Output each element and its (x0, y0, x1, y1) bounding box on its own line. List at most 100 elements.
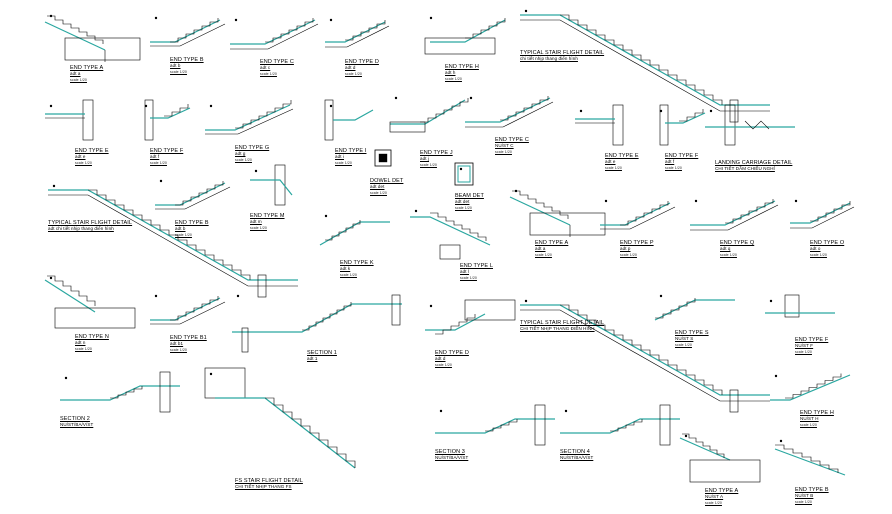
rebar-mark (209, 372, 213, 376)
rebar-mark (514, 189, 518, 193)
rebar-mark (684, 434, 688, 438)
detail-subtitle: NU/ST A (705, 494, 724, 499)
detail-scale: scale 1/20 (75, 161, 92, 165)
detail-subtitle: NU/ST F (795, 343, 814, 348)
detail-end-type-b-1 (150, 16, 226, 47)
detail-end-type-a-2 (509, 189, 606, 237)
rebar-mark (794, 199, 798, 203)
detail-title: END TYPE E (75, 148, 109, 154)
detail-title: END TYPE I (335, 148, 367, 154)
detail-end-type-b-2 (155, 179, 231, 210)
detail-subtitle: adt det (370, 184, 385, 189)
detail-dowel-det (374, 149, 392, 167)
detail-scale: scale 1/20 (345, 72, 362, 76)
detail-scale: scale 1/20 (335, 161, 352, 165)
detail-subtitle: adt a (70, 71, 81, 76)
detail-scale: scale 1/20 (420, 163, 437, 167)
rebar-mark (329, 104, 333, 108)
rebar-mark (694, 199, 698, 203)
detail-title: END TYPE A (70, 65, 104, 71)
detail-end-type-c-1 (230, 18, 319, 50)
detail-title: END TYPE D (345, 59, 379, 65)
detail-subtitle: NU/ST C (495, 143, 514, 148)
detail-title: END TYPE A (535, 240, 569, 246)
detail-title: TYPICAL STAIR FLIGHT DETAIL (520, 50, 605, 56)
detail-subtitle: adt j (420, 156, 430, 161)
detail-scale: scale 1/20 (170, 70, 187, 74)
detail-end-type-c-2 (465, 96, 554, 128)
detail-end-type-a-1 (44, 14, 141, 62)
detail-title: LANDING CARRIAGE DETAIL (715, 160, 793, 166)
detail-subtitle: adt e (75, 154, 86, 159)
detail-end-type-h-2 (770, 373, 851, 401)
detail-subtitle: adt n (75, 340, 86, 345)
detail-title: END TYPE H (445, 64, 479, 70)
detail-scale: scale 1/20 (675, 343, 692, 347)
rebar-mark (236, 294, 240, 298)
rebar-mark (394, 96, 398, 100)
detail-scale: scale 1/20 (535, 253, 552, 257)
detail-end-type-m-1 (250, 164, 293, 206)
detail-end-type-e-1 (45, 99, 94, 141)
rebar-mark (209, 104, 213, 108)
detail-beam-det (454, 162, 474, 186)
rebar-mark (459, 167, 463, 171)
detail-scale: scale 1/20 (250, 226, 267, 230)
rebar-mark (49, 14, 53, 18)
detail-landing-carriage (705, 104, 795, 146)
detail-scale: scale 1/20 (455, 206, 472, 210)
detail-scale: scale 1/20 (620, 253, 637, 257)
detail-scale: scale 1/20 (75, 347, 92, 351)
rebar-mark (524, 9, 528, 13)
detail-scale: scale 1/20 (810, 253, 827, 257)
detail-title: SECTION 1 (307, 350, 337, 356)
detail-subtitle: adt o (810, 246, 821, 251)
detail-end-type-o-1 (790, 199, 855, 229)
rebar-mark (49, 276, 53, 280)
detail-title: BEAM DET (455, 193, 484, 199)
detail-subtitle: adt p (620, 246, 631, 251)
detail-subtitle: adt h (445, 70, 456, 75)
detail-end-type-s-1 (654, 294, 735, 321)
detail-subtitle: adt i (335, 154, 345, 159)
detail-subtitle: adt det (455, 199, 470, 204)
detail-subtitle: adt d (435, 356, 446, 361)
detail-end-type-q-1 (690, 199, 779, 231)
rebar-mark (524, 299, 528, 303)
detail-title: END TYPE B (170, 57, 204, 63)
detail-title: END TYPE F (150, 148, 184, 154)
detail-subtitle: adt q (720, 246, 731, 251)
detail-typical-flight-3 (520, 299, 770, 413)
detail-title: END TYPE H (800, 410, 834, 416)
detail-title: FS STAIR FLIGHT DETAIL (235, 478, 303, 484)
rebar-mark (154, 294, 158, 298)
rebar-mark (469, 96, 473, 100)
detail-title: END TYPE N (75, 334, 109, 340)
detail-title: END TYPE K (340, 260, 374, 266)
rebar-mark (324, 214, 328, 218)
detail-title: END TYPE C (495, 137, 529, 143)
detail-scale: scale 1/20 (70, 78, 87, 82)
detail-section-4 (560, 404, 680, 446)
detail-title: TYPICAL STAIR FLIGHT DETAIL (520, 320, 605, 326)
detail-fs-stair-flight (204, 367, 356, 469)
detail-subtitle: adt c (260, 65, 271, 70)
